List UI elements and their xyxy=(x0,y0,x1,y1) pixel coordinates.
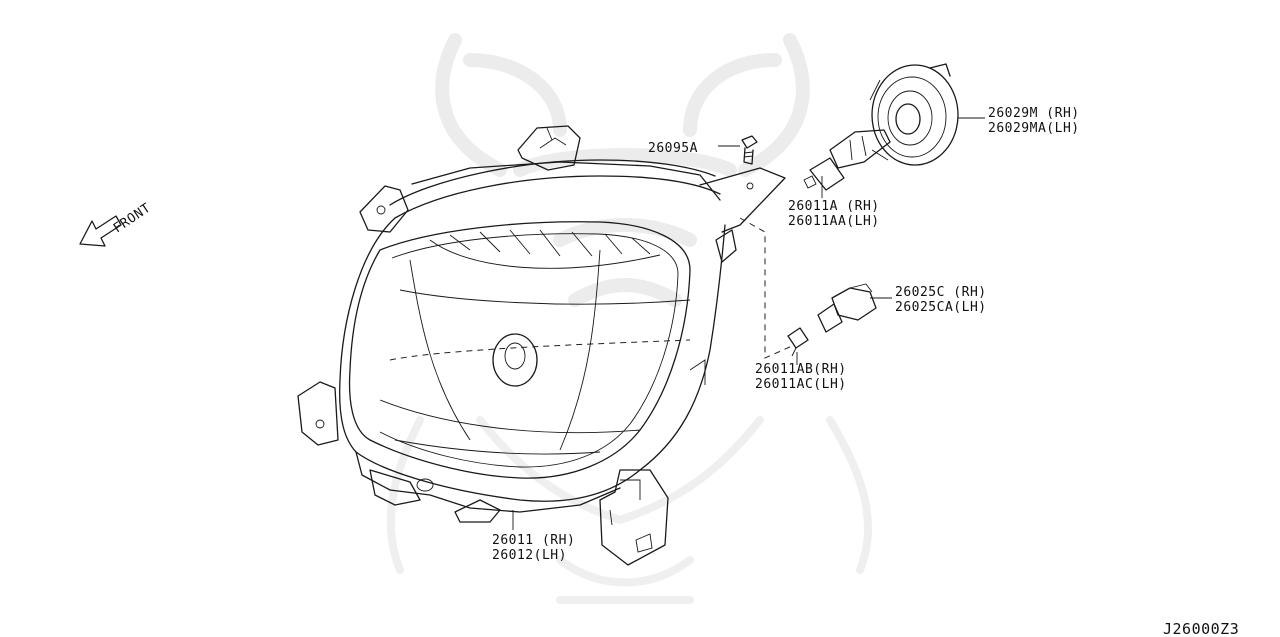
callout-bulb-rh: 26011A (RH) xyxy=(788,199,880,214)
front-arrow xyxy=(79,215,122,247)
watermark-emblem xyxy=(386,33,872,604)
socket-part xyxy=(817,283,877,333)
callout-small-bulb-rh: 26011AB(RH) xyxy=(755,362,847,377)
callout-socket-rh: 26025C (RH) xyxy=(895,285,987,300)
callout-cap-lh: 26029MA(LH) xyxy=(988,121,1080,136)
main-bulb-part xyxy=(803,129,891,191)
callout-cap-rh: 26029M (RH) xyxy=(988,106,1080,121)
callout-small-bulb-lh: 26011AC(LH) xyxy=(755,377,847,392)
callout-lamp-lh: 26012(LH) xyxy=(492,548,567,563)
diagram-code: J26000Z3 xyxy=(1163,620,1239,637)
callout-lamp-rh: 26011 (RH) xyxy=(492,533,575,548)
cap-part xyxy=(869,63,959,166)
small-bulb-part xyxy=(787,327,809,357)
leader-lines xyxy=(512,117,985,530)
front-label: FRONT xyxy=(111,201,154,237)
screw-part xyxy=(741,135,758,165)
headlamp-assembly xyxy=(297,125,786,566)
callout-socket-lh: 26025CA(LH) xyxy=(895,300,987,315)
callout-bulb-lh: 26011AA(LH) xyxy=(788,214,880,229)
callout-screw: 26095A xyxy=(648,141,698,156)
